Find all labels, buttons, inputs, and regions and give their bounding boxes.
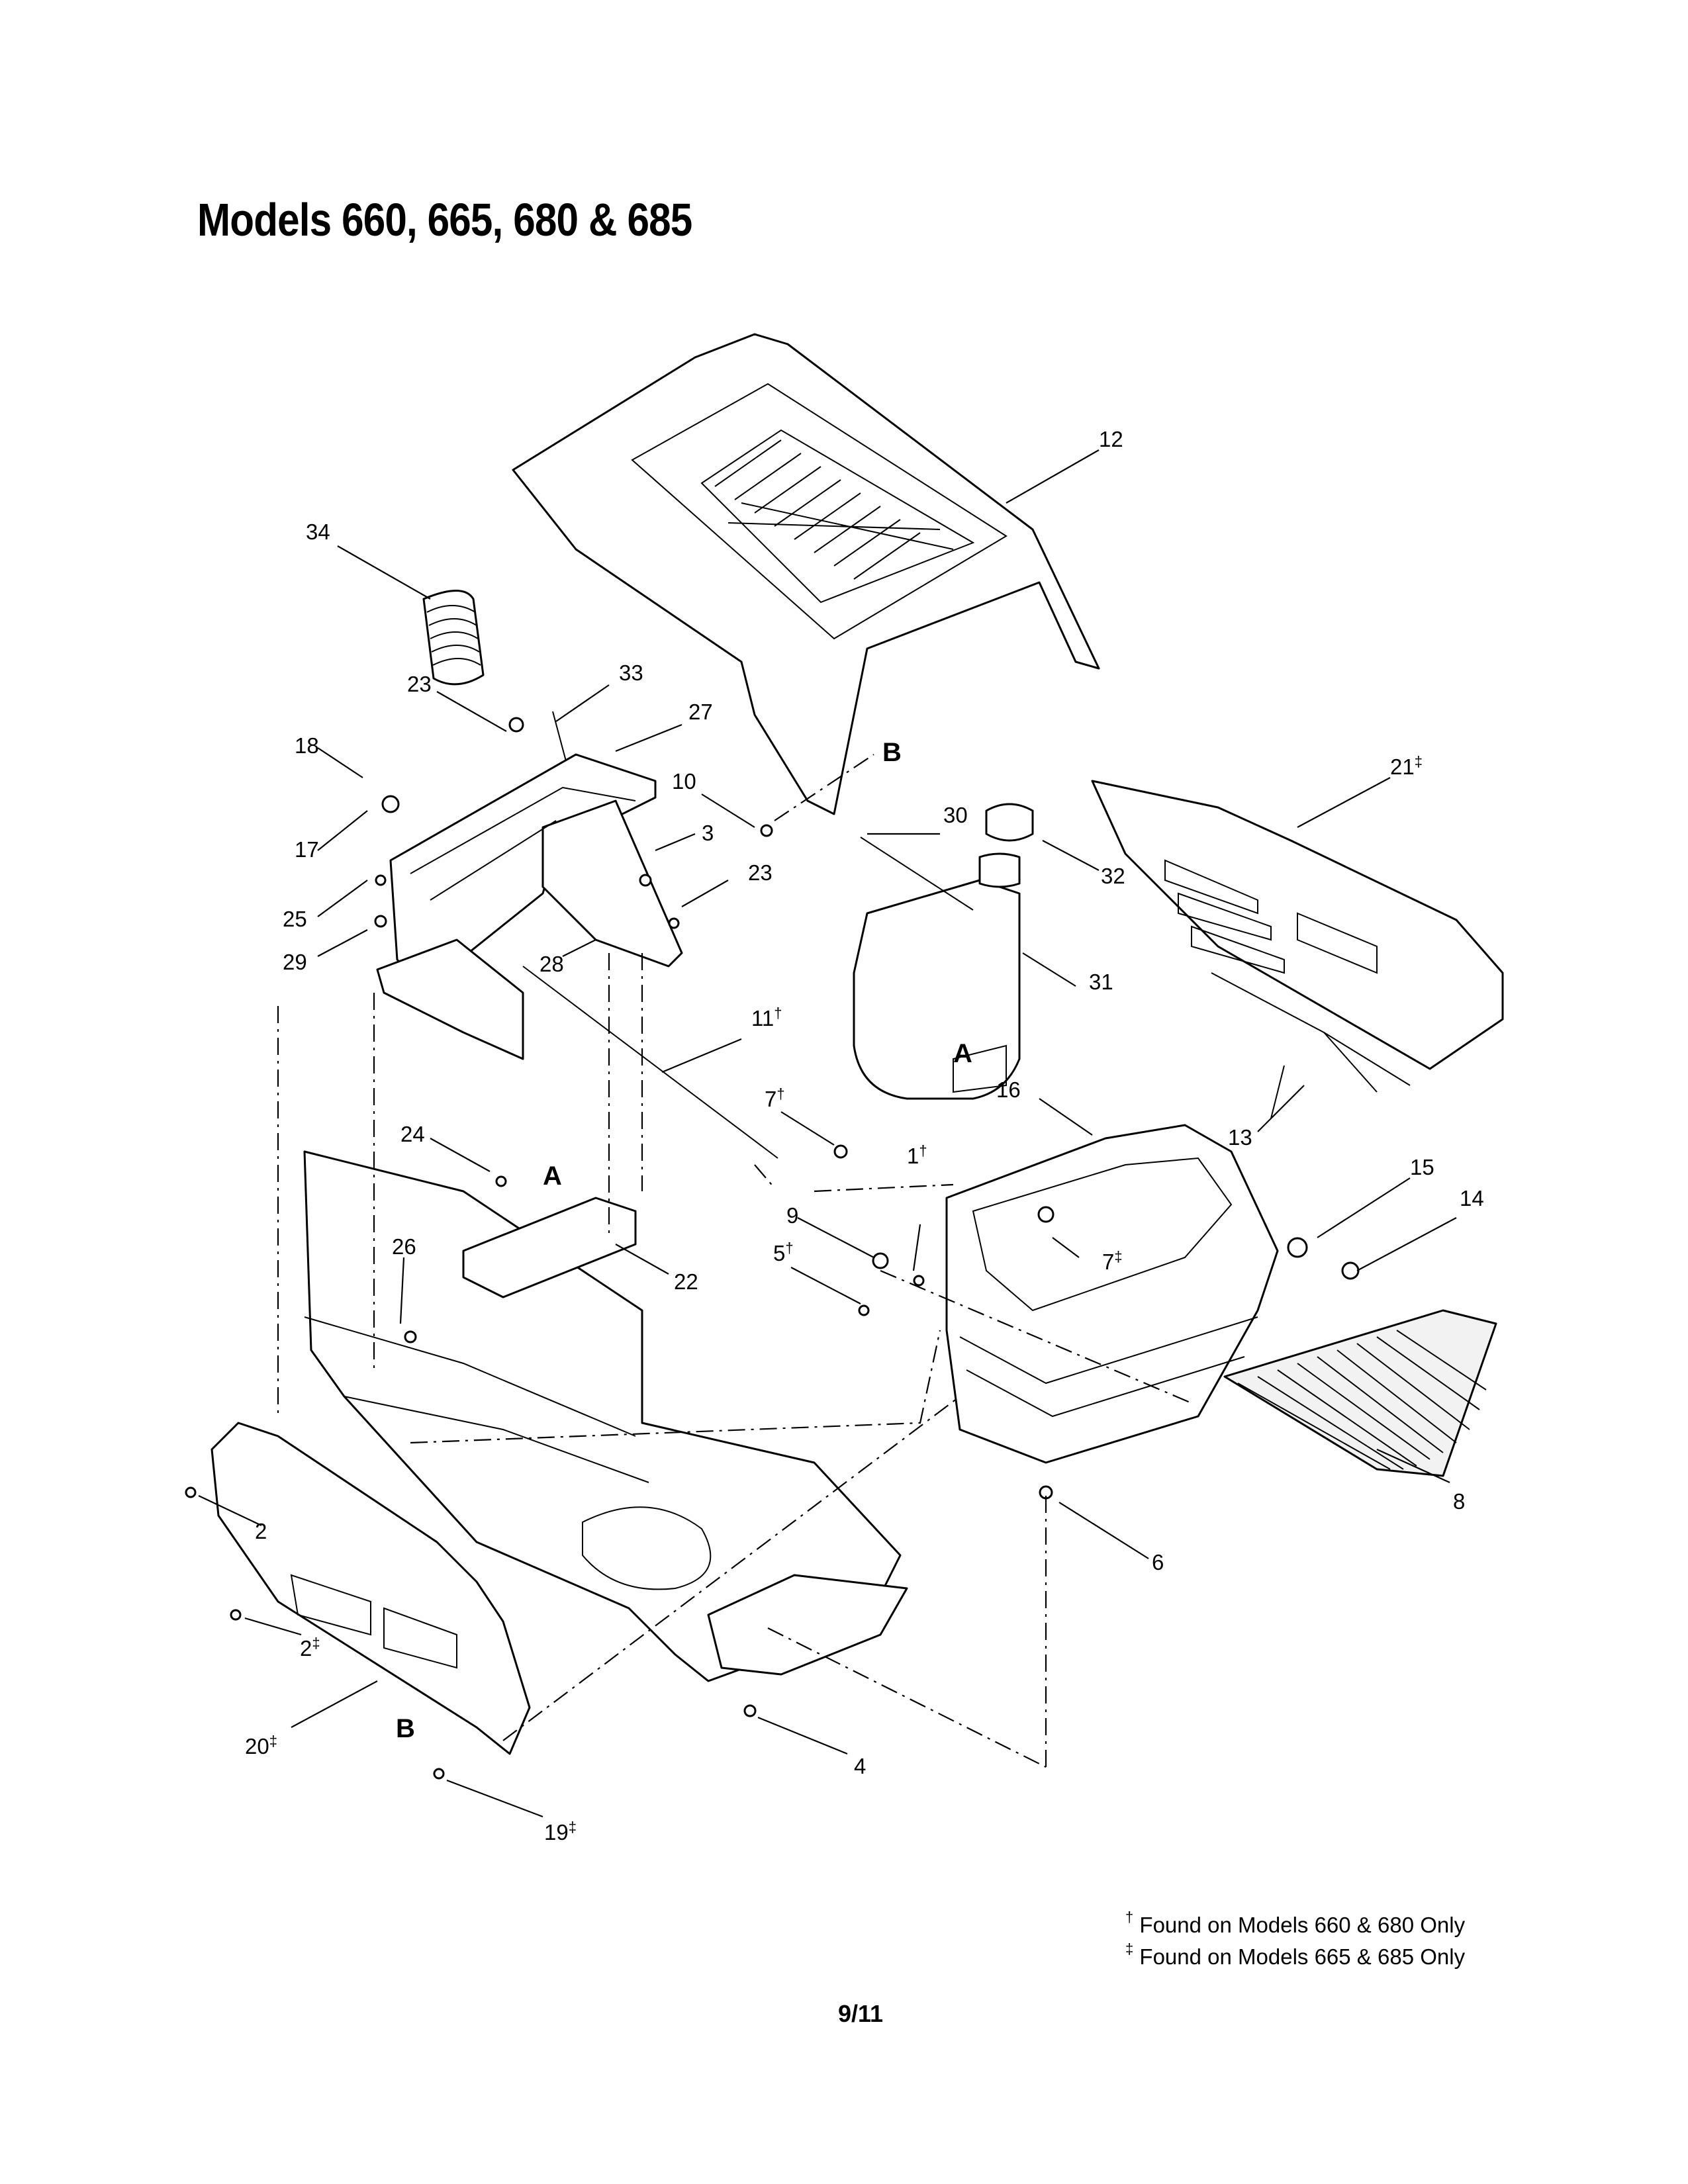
screw xyxy=(668,917,680,929)
ref-mark-a: A xyxy=(953,1039,972,1068)
fuel-line xyxy=(860,837,974,911)
callout-9: 9 xyxy=(786,1203,798,1228)
front-bumper-part xyxy=(211,1422,531,1755)
hex-nut xyxy=(1037,1206,1055,1223)
grommet xyxy=(1287,1237,1308,1258)
hex-nut xyxy=(913,1275,925,1287)
hood-part xyxy=(512,333,1100,815)
page-number: 9/11 xyxy=(838,2000,884,2027)
screw xyxy=(230,1609,242,1621)
throttle-rod xyxy=(522,966,778,1159)
fuel-cap-part xyxy=(985,803,1034,842)
callout-34: 34 xyxy=(306,520,330,544)
callout-24: 24 xyxy=(400,1122,425,1146)
wire-harness xyxy=(1211,972,1411,1119)
side-panel-part xyxy=(1091,780,1504,1070)
ref-mark-b: B xyxy=(882,738,902,767)
screw xyxy=(433,1768,445,1780)
washer xyxy=(374,915,387,928)
callout-1: 1† xyxy=(907,1142,927,1168)
page-title: Models 660, 665, 680 & 685 xyxy=(197,194,692,246)
callout-20: 20‡ xyxy=(245,1733,277,1758)
footnote-text: Found on Models 665 & 685 Only xyxy=(1139,1944,1466,1969)
callout-31: 31 xyxy=(1089,970,1113,994)
callout-6: 6 xyxy=(1152,1550,1164,1574)
grille-screen-part xyxy=(1223,1309,1497,1477)
screw xyxy=(185,1486,197,1498)
hardware-parts xyxy=(185,717,1360,1780)
footnote-double-dagger: ‡ Found on Models 665 & 685 Only xyxy=(1125,1940,1466,1970)
hex-nut xyxy=(743,1704,757,1717)
callout-13: 13 xyxy=(1228,1125,1252,1150)
bolt xyxy=(495,1175,507,1187)
screw xyxy=(375,874,387,886)
callout-7-double-dagger: 7‡ xyxy=(1102,1248,1123,1274)
callout-8: 8 xyxy=(1453,1489,1465,1514)
callout-2: 2 xyxy=(255,1519,267,1543)
callout-12: 12 xyxy=(1099,427,1123,451)
callout-30: 30 xyxy=(943,803,968,827)
callout-17: 17 xyxy=(295,837,319,862)
callout-18: 18 xyxy=(295,733,319,758)
choke-cable xyxy=(552,711,567,762)
footnote-text: Found on Models 660 & 680 Only xyxy=(1139,1913,1466,1937)
callout-23-upper: 23 xyxy=(407,672,432,696)
fuel-tank-part xyxy=(853,852,1021,1100)
callout-7-dagger: 7† xyxy=(765,1085,785,1111)
choke-knob xyxy=(508,717,524,733)
light-socket xyxy=(381,795,400,813)
lamp-bulb xyxy=(1341,1261,1360,1280)
footnote-dagger: † Found on Models 660 & 680 Only xyxy=(1125,1909,1466,1938)
dash-panel-part xyxy=(389,753,683,981)
callout-29: 29 xyxy=(283,950,307,974)
screw xyxy=(639,874,652,887)
footnote-symbol: ‡ xyxy=(1125,1940,1134,1957)
callout-16: 16 xyxy=(996,1077,1021,1102)
frame-bracket-part xyxy=(462,1197,637,1298)
callout-22: 22 xyxy=(674,1269,698,1294)
screw xyxy=(760,824,773,837)
callout-27: 27 xyxy=(688,700,713,724)
frame-part xyxy=(303,1150,908,1682)
callout-3: 3 xyxy=(702,821,714,845)
ref-mark-b: B xyxy=(396,1714,415,1743)
hex-nut xyxy=(858,1304,870,1316)
leader-lines xyxy=(198,449,1457,1818)
callout-28: 28 xyxy=(539,952,564,976)
callout-5: 5† xyxy=(773,1240,794,1265)
hex-nut xyxy=(833,1144,848,1159)
grille-housing-part xyxy=(945,1124,1279,1464)
callout-32: 32 xyxy=(1101,864,1125,888)
footnote-symbol: † xyxy=(1125,1909,1134,1925)
ref-mark-a: A xyxy=(543,1161,562,1191)
knob xyxy=(872,1252,889,1269)
reference-marks: B A A B xyxy=(396,738,972,1743)
callout-23-lower: 23 xyxy=(748,860,773,885)
dash-bracket-part xyxy=(376,938,524,1060)
callout-4: 4 xyxy=(854,1754,866,1778)
callout-10: 10 xyxy=(672,769,696,794)
callout-11: 11† xyxy=(751,1005,782,1030)
callout-33: 33 xyxy=(619,660,643,685)
rods-and-harness xyxy=(522,711,1411,1159)
callout-14: 14 xyxy=(1460,1186,1484,1210)
fastener xyxy=(404,1330,417,1343)
callout-labels: 1† 2 2‡ 3 4 5† 6 7† 7‡ 8 9 10 11† 12 13 … xyxy=(245,427,1484,1844)
dash-boot-part xyxy=(422,590,485,686)
callout-15: 15 xyxy=(1410,1155,1434,1179)
callout-21: 21‡ xyxy=(1390,753,1423,779)
assembly-lines xyxy=(277,754,1192,1768)
callout-2-double-dagger: 2‡ xyxy=(300,1635,320,1661)
callout-19: 19‡ xyxy=(544,1819,577,1844)
callout-26: 26 xyxy=(392,1234,416,1259)
callout-25: 25 xyxy=(283,907,307,931)
